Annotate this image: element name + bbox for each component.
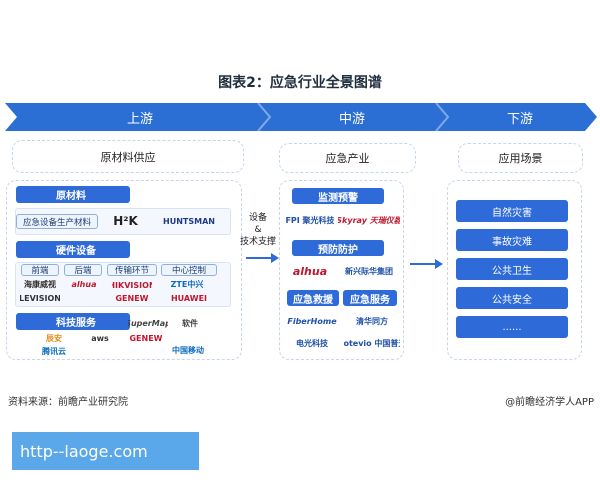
midstream-panel — [279, 180, 404, 360]
upstream-chevron — [5, 103, 270, 131]
hikvision-logo: 海康威视 — [24, 279, 56, 289]
levision-logo: LEVISION — [20, 293, 60, 303]
band-downstream: 下游 — [506, 111, 533, 127]
potevio-logo: Potevio 中国普天 — [344, 338, 400, 348]
prevention-label: 预防防护 — [292, 240, 384, 256]
scenario-more: ...... — [456, 316, 568, 338]
band-upstream: 上游 — [126, 111, 153, 127]
upstream-to-midstream-arrow-icon — [246, 253, 279, 263]
scenario-accident: 事故灾难 — [456, 229, 568, 251]
dahua-logo: alhua — [71, 279, 97, 289]
band-midstream: 中游 — [338, 111, 365, 127]
downstream-panel — [447, 180, 582, 360]
genew-tech-logo: GENEW — [129, 333, 163, 343]
aws-logo: aws — [91, 333, 109, 343]
tech-services-label: 科技服务 — [16, 313, 130, 330]
midstream-header: 应急产业 — [279, 143, 416, 173]
hardware-label: 硬件设备 — [16, 241, 130, 258]
fiberhome-logo: FiberHome — [287, 316, 337, 326]
url-banner[interactable]: http--laoge.com — [12, 432, 199, 470]
dianguang-logo: 电光科技 — [296, 338, 328, 348]
connector-text: 设备 & 技术支撑 — [240, 212, 276, 248]
hikvision-red-logo: HIKVISION — [112, 280, 152, 290]
dahua-mid-logo: alhua — [292, 264, 328, 278]
midstream-to-downstream-arrow-icon — [410, 259, 443, 269]
midstream-chevron — [258, 103, 448, 131]
supermap-logo: SuperMap — [128, 318, 168, 328]
figure-title: 图表2：应急行业全景图谱 — [218, 75, 382, 91]
stream-arrow-band — [5, 103, 597, 131]
skyray-logo: Skyray 天瑞仪器 — [338, 215, 400, 225]
fpi-logo: FPI 聚光科技 — [286, 215, 334, 225]
connector-line1: 设备 — [248, 213, 267, 223]
downstream-header: 应用场景 — [458, 143, 583, 173]
upstream-panel — [6, 180, 242, 360]
chenan-logo: 辰安 — [46, 333, 62, 343]
h2k-logo: H²K — [113, 214, 138, 228]
service-label: 应急服务 — [343, 290, 397, 306]
hardware-tab-control: 中心控制 — [161, 264, 217, 276]
xinxing-logo: 新兴际华集团 — [345, 266, 393, 276]
tongfang-logo: 清华同方 — [356, 316, 388, 326]
software-logo: 软件 — [182, 318, 198, 328]
upstream-header: 原材料供应 — [12, 140, 244, 173]
tencent-cloud-logo: 腾讯云 — [42, 346, 66, 356]
zte-logo: ZTE中兴 — [170, 279, 204, 289]
scenario-public-security: 公共安全 — [456, 287, 568, 309]
brand-note: @前瞻经济学人APP — [505, 397, 594, 408]
downstream-chevron — [436, 103, 597, 131]
rescue-label: 应急救援 — [287, 290, 339, 306]
raw-materials-tag: 应急设备生产材料 — [16, 214, 98, 229]
scenario-public-health: 公共卫生 — [456, 258, 568, 280]
scenario-natural-disaster: 自然灾害 — [456, 200, 568, 222]
monitoring-label: 监测预警 — [292, 188, 384, 204]
huntsman-logo: HUNTSMAN — [163, 216, 215, 226]
huawei-logo: HUAWEI — [170, 293, 208, 303]
china-mobile-logo: 中国移动 — [172, 345, 204, 355]
source-note: 资料来源：前瞻产业研究院 — [8, 397, 128, 408]
connector-line2: & — [254, 225, 262, 235]
connector-line3: 技术支撑 — [240, 237, 277, 247]
raw-materials-label: 原材料 — [16, 186, 130, 203]
hardware-tab-transmission: 传输环节 — [107, 264, 157, 276]
genew-logo: GENEW — [115, 293, 149, 303]
hardware-tab-back: 后端 — [64, 264, 102, 276]
hardware-tab-front: 前端 — [21, 264, 59, 276]
